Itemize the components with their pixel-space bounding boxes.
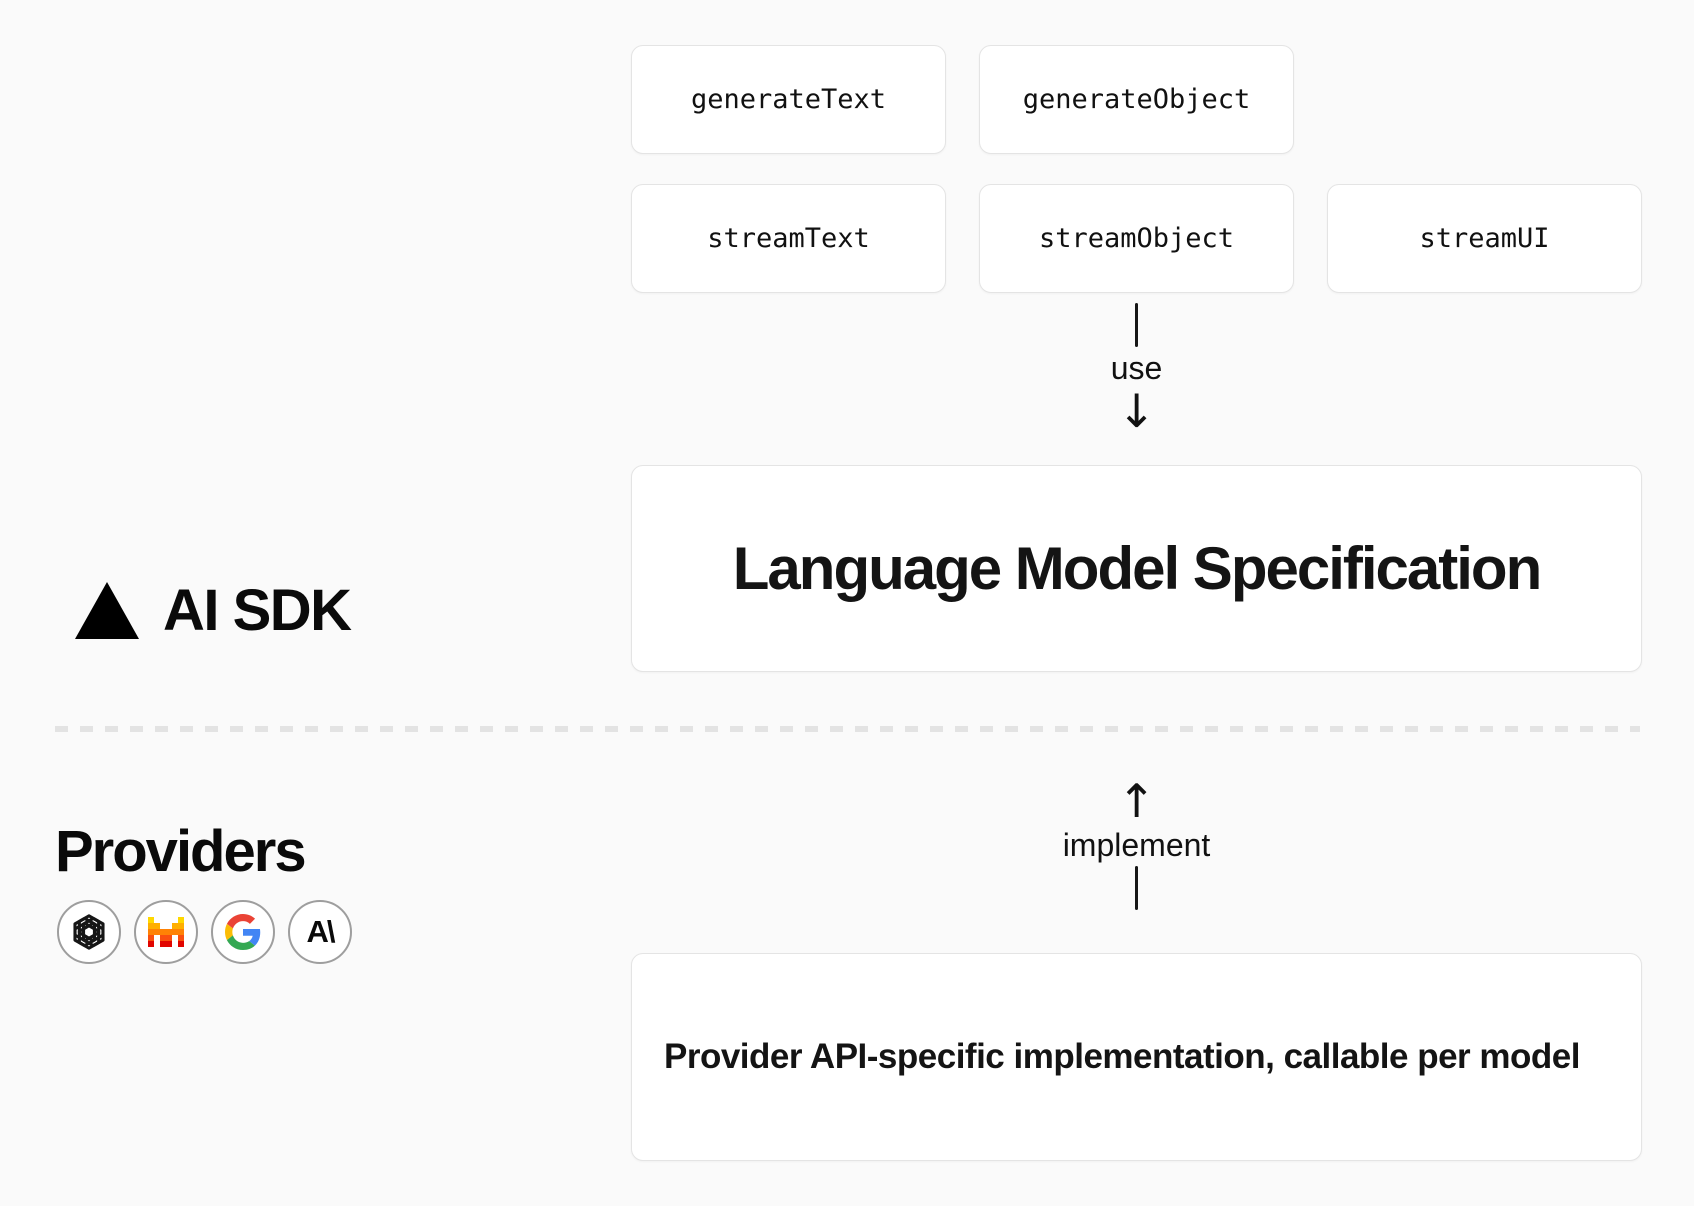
providers-heading: Providers	[55, 819, 307, 884]
provider-badge-mistral	[134, 900, 198, 964]
language-model-specification-box: Language Model Specification	[631, 465, 1642, 672]
function-box-generate-object: generateObject	[979, 45, 1294, 154]
sdk-functions-grid: generateText generateObject streamText s…	[631, 45, 1642, 293]
function-label: streamObject	[1038, 223, 1235, 254]
ai-sdk-logo: AI SDK	[75, 577, 352, 644]
mistral-icon	[148, 917, 184, 947]
function-label: streamUI	[1419, 223, 1550, 254]
provider-icons-row: A\	[57, 900, 352, 964]
function-box-stream-object: streamObject	[979, 184, 1294, 293]
anthropic-icon: A\	[306, 914, 336, 949]
function-box-stream-ui: streamUI	[1327, 184, 1642, 293]
connector-line	[1135, 866, 1138, 911]
use-label: use	[1110, 350, 1163, 386]
google-icon	[225, 914, 261, 950]
function-box-generate-text: generateText	[631, 45, 946, 154]
function-label: streamText	[707, 223, 870, 254]
provider-badge-anthropic: A\	[288, 900, 352, 964]
arrow-down-icon: ↓	[1117, 383, 1156, 438]
use-connector: use ↓	[631, 303, 1642, 438]
implement-connector: ↑ implement	[631, 774, 1642, 911]
provider-badge-google	[211, 900, 275, 964]
function-box-stream-text: streamText	[631, 184, 946, 293]
provider-badge-openai	[57, 900, 121, 964]
openai-icon	[73, 914, 105, 950]
arrow-up-icon: ↑	[1117, 774, 1156, 828]
connector-line	[1135, 303, 1138, 347]
implement-label: implement	[1062, 826, 1211, 863]
vercel-triangle-icon	[75, 582, 139, 639]
ai-sdk-logo-label: AI SDK	[163, 578, 352, 643]
functions-row-1: generateText generateObject	[631, 45, 1642, 154]
dashed-divider	[55, 726, 1640, 732]
spec-box-title: Language Model Specification	[732, 535, 1542, 602]
function-label: generateObject	[1022, 84, 1251, 115]
functions-row-2: streamText streamObject streamUI	[631, 184, 1642, 293]
provider-implementation-box: Provider API-specific implementation, ca…	[631, 953, 1642, 1161]
provider-implementation-label: Provider API-specific implementation, ca…	[664, 1036, 1580, 1076]
function-label: generateText	[690, 84, 887, 115]
